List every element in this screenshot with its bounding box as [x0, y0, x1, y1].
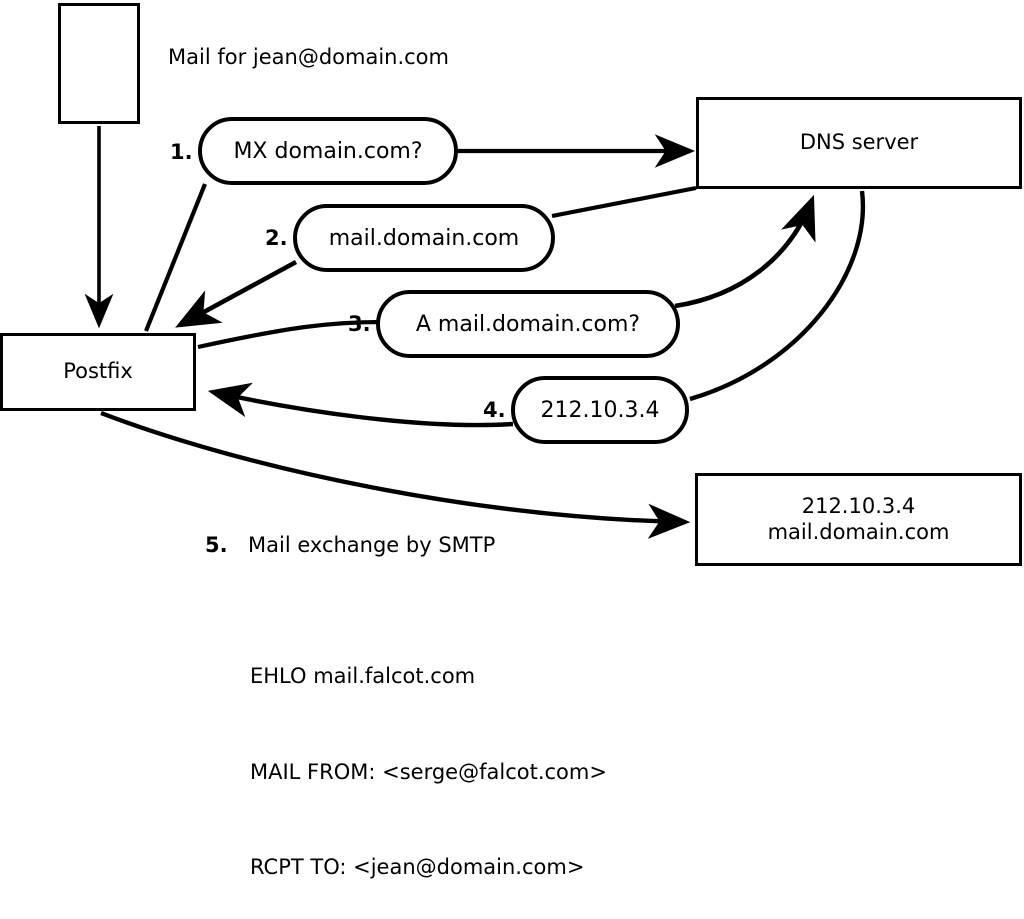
step-2-number: 2. — [265, 226, 288, 250]
bubble-step-3[interactable]: A mail.domain.com? — [376, 290, 680, 358]
bubble-step-2-label: mail.domain.com — [328, 225, 520, 251]
bubble-step-4[interactable]: 212.10.3.4 — [511, 376, 689, 444]
step-4-number: 4. — [483, 398, 506, 422]
source-box[interactable] — [58, 3, 140, 124]
wire-bubble2-to-postfix — [175, 259, 298, 328]
smtp-line: MAIL FROM: <serge@falcot.com> — [250, 759, 607, 784]
source-box-label — [96, 51, 103, 77]
wire-postfix-to-bubble1 — [144, 183, 207, 332]
bubble-step-2[interactable]: mail.domain.com — [293, 204, 555, 272]
smtp-transcript: EHLO mail.falcot.com MAIL FROM: <serge@f… — [250, 598, 607, 919]
smtp-line: RCPT TO: <jean@domain.com> — [250, 854, 585, 879]
step-5-label: Mail exchange by SMTP — [248, 533, 496, 557]
wire-bubble3-to-dns — [674, 194, 816, 309]
wire-bubble4-to-postfix — [207, 382, 514, 428]
bubble-step-3-label: A mail.domain.com? — [415, 311, 641, 337]
step-3-number: 3. — [348, 312, 371, 336]
node-dns-server-label: DNS server — [799, 130, 919, 155]
wire-dns-to-bubble2 — [551, 185, 697, 219]
step-1-number: 1. — [170, 140, 193, 164]
node-dns-server[interactable]: DNS server — [696, 97, 1022, 189]
node-postfix-label: Postfix — [63, 359, 133, 384]
step-5-number: 5. — [205, 533, 228, 557]
smtp-line: EHLO mail.falcot.com — [250, 664, 476, 689]
bubble-step-1-label: MX domain.com? — [233, 138, 423, 164]
bubble-step-1[interactable]: MX domain.com? — [198, 117, 458, 185]
node-remote-mail-server[interactable]: 212.10.3.4 mail.domain.com — [695, 473, 1022, 566]
wire-dns-to-bubble4 — [689, 190, 866, 402]
node-postfix[interactable]: Postfix — [0, 333, 196, 411]
page-title: Mail for jean@domain.com — [168, 45, 449, 69]
bubble-step-4-label: 212.10.3.4 — [540, 397, 660, 423]
remote-server-ip: 212.10.3.4 — [801, 493, 916, 518]
remote-server-hostname: mail.domain.com — [767, 519, 950, 544]
